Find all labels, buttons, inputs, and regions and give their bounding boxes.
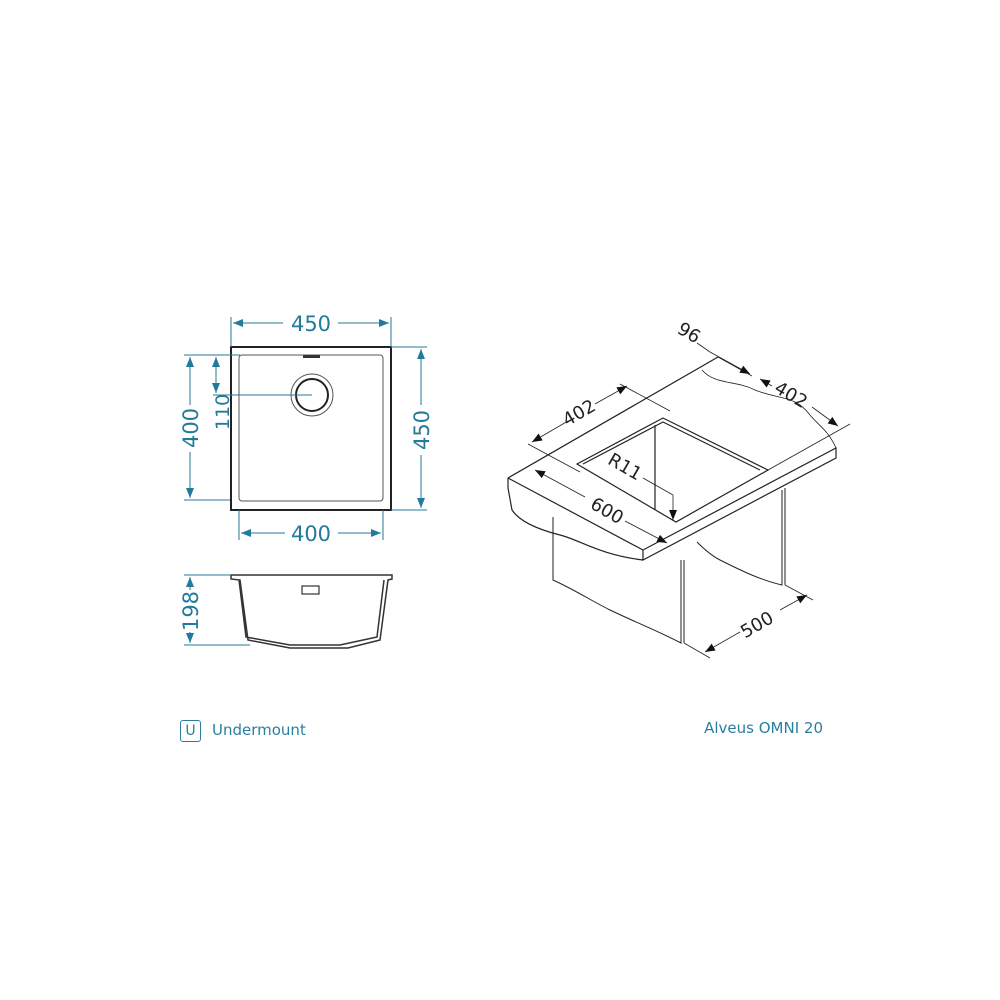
mount-type-label: Undermount [212, 721, 306, 739]
dim-cutout-width: 402 [559, 396, 599, 431]
model-name: Alveus OMNI 20 [704, 719, 823, 737]
overflow-box [301, 585, 320, 595]
dim-radius: R11 [604, 449, 645, 485]
counter-wavy-edge [701, 369, 837, 449]
top-view: 450 400 400 110 450 [179, 312, 434, 546]
sink-outer-rim [230, 346, 392, 511]
dim-height: 198 [179, 591, 203, 631]
dim-cutout-depth: 402 [771, 378, 811, 413]
dim-outer-depth: 450 [410, 410, 434, 450]
side-view: 198 [179, 574, 393, 649]
dim-inner-width: 400 [291, 522, 331, 546]
sink-bowl [238, 354, 384, 502]
sink-profile [230, 574, 393, 649]
dim-back-offset: 96 [674, 318, 704, 348]
cabinet-right-panel [696, 488, 786, 586]
dim-drain-offset: 110 [212, 394, 234, 430]
isometric-view [507, 342, 851, 659]
cabinet-left-panel [552, 517, 685, 644]
dim-inner-depth: 400 [179, 408, 203, 448]
counter-top [507, 356, 837, 561]
undermount-badge-icon: U [180, 720, 201, 742]
dim-cabinet-width: 500 [737, 608, 777, 643]
dim-outer-width: 450 [291, 312, 331, 336]
overflow-slot [303, 355, 320, 358]
